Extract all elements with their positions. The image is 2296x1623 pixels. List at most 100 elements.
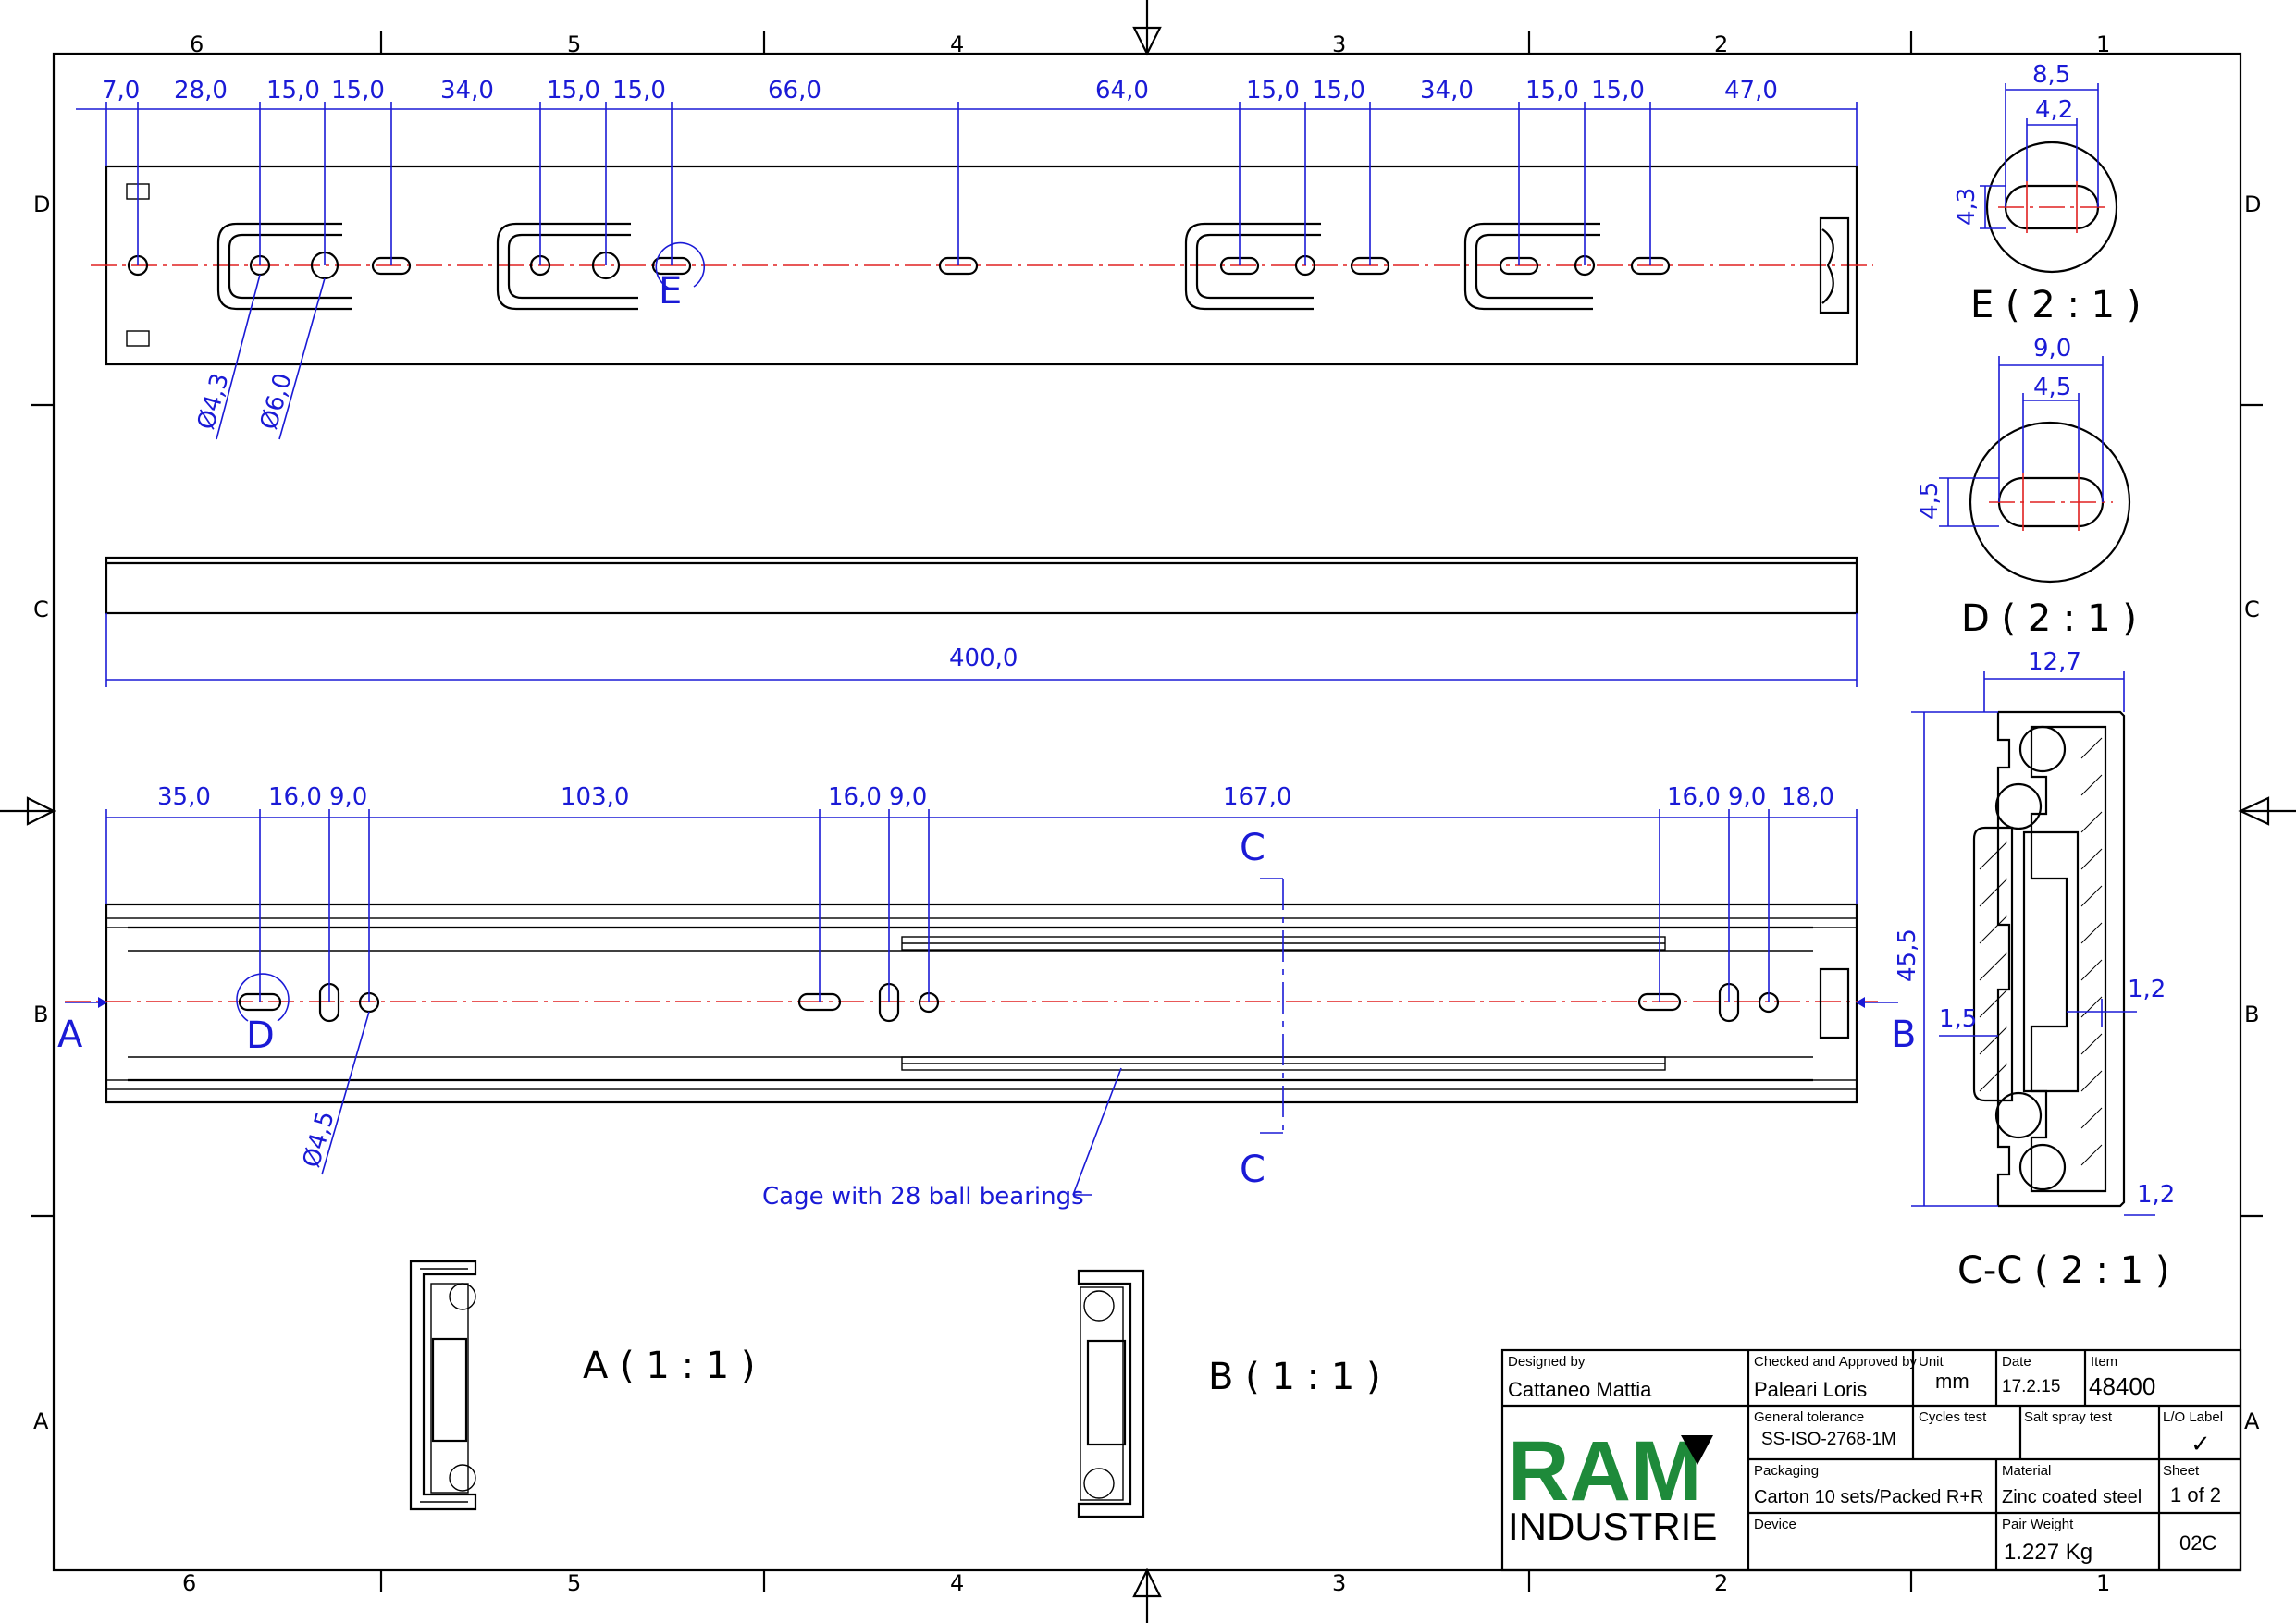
logo-ram: RAM bbox=[1508, 1424, 1702, 1518]
top-dia-large: Ø6,0 bbox=[255, 370, 298, 433]
detail-e-inner: 4,2 bbox=[2035, 96, 2073, 124]
bottom-view: D A B C C bbox=[57, 827, 1916, 1191]
top-dim-7: 15,0 bbox=[612, 77, 666, 105]
zone-col-3: 3 bbox=[1332, 31, 1346, 57]
tb-device-label: Device bbox=[1754, 1517, 1796, 1532]
zone-row-b-right: B bbox=[2244, 1002, 2259, 1027]
view-b: B ( 1 : 1 ) bbox=[1077, 1269, 1381, 1518]
tb-unit: mm bbox=[1935, 1370, 1969, 1393]
zone-col-4: 4 bbox=[950, 31, 964, 57]
top-dim-9: 64,0 bbox=[1095, 77, 1149, 105]
view-a-title: A ( 1 : 1 ) bbox=[583, 1345, 756, 1387]
top-dim-10: 15,0 bbox=[1246, 77, 1300, 105]
tb-designed-label: Designed by bbox=[1508, 1354, 1586, 1370]
tb-date: 17.2.15 bbox=[2002, 1377, 2060, 1396]
title-block: Designed by Cattaneo Mattia Checked and … bbox=[1500, 1348, 2242, 1572]
bottom-dim-6: 9,0 bbox=[889, 783, 927, 811]
zone-labels: 6 5 4 3 2 1 6 5 4 3 2 1 D C B A D C B A bbox=[33, 31, 2261, 1596]
top-dim-4: 15,0 bbox=[331, 77, 385, 105]
zone-row-a-right: A bbox=[2244, 1408, 2260, 1434]
detail-e-marker: E bbox=[659, 270, 682, 313]
cage-note: Cage with 28 ball bearings bbox=[762, 1183, 1084, 1211]
tb-checked-by: Paleari Loris bbox=[1754, 1378, 1867, 1401]
view-b-marker: B bbox=[1891, 1014, 1916, 1056]
section-gap-bottom: 1,2 bbox=[2137, 1181, 2175, 1209]
section-c-bottom: C bbox=[1240, 1149, 1265, 1191]
top-view: E bbox=[91, 165, 1873, 366]
bottom-view-dimensions: 35,0 16,0 9,0 103,0 16,0 9,0 167,0 16,0 … bbox=[105, 783, 1858, 1211]
side-overall-length: 400,0 bbox=[949, 645, 1018, 672]
bottom-dim-9: 9,0 bbox=[1728, 783, 1766, 811]
tb-weight-label: Pair Weight bbox=[2002, 1517, 2074, 1532]
tb-designed-by: Cattaneo Mattia bbox=[1508, 1378, 1652, 1401]
tb-cycles-label: Cycles test bbox=[1919, 1409, 1987, 1425]
view-a-marker: A bbox=[57, 1014, 83, 1056]
tb-weight: 1.227 Kg bbox=[2004, 1540, 2092, 1565]
zone-row-c: C bbox=[33, 596, 49, 622]
zone-col-1-bottom: 1 bbox=[2096, 1570, 2110, 1596]
view-b-title: B ( 1 : 1 ) bbox=[1208, 1356, 1381, 1398]
top-dim-14: 15,0 bbox=[1591, 77, 1645, 105]
zone-col-3-bottom: 3 bbox=[1332, 1570, 1346, 1596]
detail-e: 8,5 4,2 4,3 E ( 2 : 1 ) bbox=[1953, 61, 2141, 326]
top-dim-2: 28,0 bbox=[174, 77, 228, 105]
section-width: 12,7 bbox=[2028, 648, 2081, 676]
tb-salt-label: Salt spray test bbox=[2024, 1409, 2113, 1425]
tb-material: Zinc coated steel bbox=[2002, 1487, 2142, 1507]
zone-row-c-right: C bbox=[2244, 596, 2260, 622]
zone-row-d: D bbox=[33, 191, 50, 217]
zone-row-b: B bbox=[33, 1002, 48, 1027]
view-a: A ( 1 : 1 ) bbox=[409, 1260, 756, 1511]
section-c-top: C bbox=[1240, 827, 1265, 869]
zone-col-5-bottom: 5 bbox=[567, 1570, 581, 1596]
zone-col-5: 5 bbox=[567, 31, 581, 57]
bottom-dim-5: 16,0 bbox=[828, 783, 882, 811]
zone-col-2: 2 bbox=[1714, 31, 1728, 57]
section-hatching bbox=[1979, 737, 2103, 1166]
tb-checked-label: Checked and Approved by bbox=[1754, 1354, 1917, 1370]
detail-d-outer: 9,0 bbox=[2033, 335, 2071, 363]
bottom-dia: Ø4,5 bbox=[298, 1108, 340, 1171]
zone-col-2-bottom: 2 bbox=[1714, 1570, 1728, 1596]
zone-col-4-bottom: 4 bbox=[950, 1570, 964, 1596]
top-dim-15: 47,0 bbox=[1724, 77, 1778, 105]
detail-d: 9,0 4,5 4,5 D ( 2 : 1 ) bbox=[1916, 335, 2137, 640]
tb-item-label: Item bbox=[2091, 1354, 2117, 1370]
top-dim-8: 66,0 bbox=[768, 77, 821, 105]
top-dim-6: 15,0 bbox=[547, 77, 600, 105]
ram-industrie-logo: RAM INDUSTRIE bbox=[1508, 1424, 1717, 1548]
bottom-dim-4: 103,0 bbox=[561, 783, 629, 811]
zone-col-1: 1 bbox=[2096, 31, 2110, 57]
side-view: 400,0 bbox=[105, 556, 1858, 687]
tb-item: 48400 bbox=[2089, 1372, 2155, 1400]
zone-row-d-right: D bbox=[2244, 191, 2261, 217]
detail-d-title: D ( 2 : 1 ) bbox=[1961, 597, 2137, 640]
top-dim-11: 15,0 bbox=[1312, 77, 1365, 105]
top-dim-3: 15,0 bbox=[266, 77, 320, 105]
zone-col-6-bottom: 6 bbox=[182, 1570, 196, 1596]
bottom-dim-10: 18,0 bbox=[1781, 783, 1834, 811]
tb-material-label: Material bbox=[2002, 1463, 2051, 1479]
bottom-dim-3: 9,0 bbox=[329, 783, 367, 811]
tb-packaging: Carton 10 sets/Packed R+R bbox=[1754, 1487, 1983, 1507]
section-cc-title: C-C ( 2 : 1 ) bbox=[1957, 1249, 2169, 1292]
top-dim-13: 15,0 bbox=[1525, 77, 1579, 105]
tb-tolerance: SS-ISO-2768-1M bbox=[1761, 1430, 1896, 1449]
tb-packaging-label: Packaging bbox=[1754, 1463, 1819, 1479]
detail-d-height: 4,5 bbox=[1916, 482, 1944, 520]
zone-row-a: A bbox=[33, 1408, 49, 1434]
bottom-dim-7: 167,0 bbox=[1223, 783, 1291, 811]
tb-date-label: Date bbox=[2002, 1354, 2031, 1370]
top-dim-5: 34,0 bbox=[440, 77, 494, 105]
detail-d-marker: D bbox=[246, 1014, 275, 1057]
tb-sheet: 1 of 2 bbox=[2170, 1483, 2221, 1506]
bottom-dim-1: 35,0 bbox=[157, 783, 211, 811]
section-cc: 12,7 45,5 1,5 1,2 1,2 C-C ( 2 : 1 ) bbox=[1894, 648, 2175, 1292]
tb-unit-label: Unit bbox=[1919, 1354, 1944, 1370]
section-gap-left: 1,5 bbox=[1939, 1005, 1977, 1033]
bottom-dim-8: 16,0 bbox=[1667, 783, 1721, 811]
tb-lo-label: L/O Label bbox=[2163, 1409, 2223, 1425]
section-gap-right: 1,2 bbox=[2128, 976, 2166, 1003]
section-height: 45,5 bbox=[1894, 928, 1921, 982]
top-dim-1: 7,0 bbox=[102, 77, 140, 105]
